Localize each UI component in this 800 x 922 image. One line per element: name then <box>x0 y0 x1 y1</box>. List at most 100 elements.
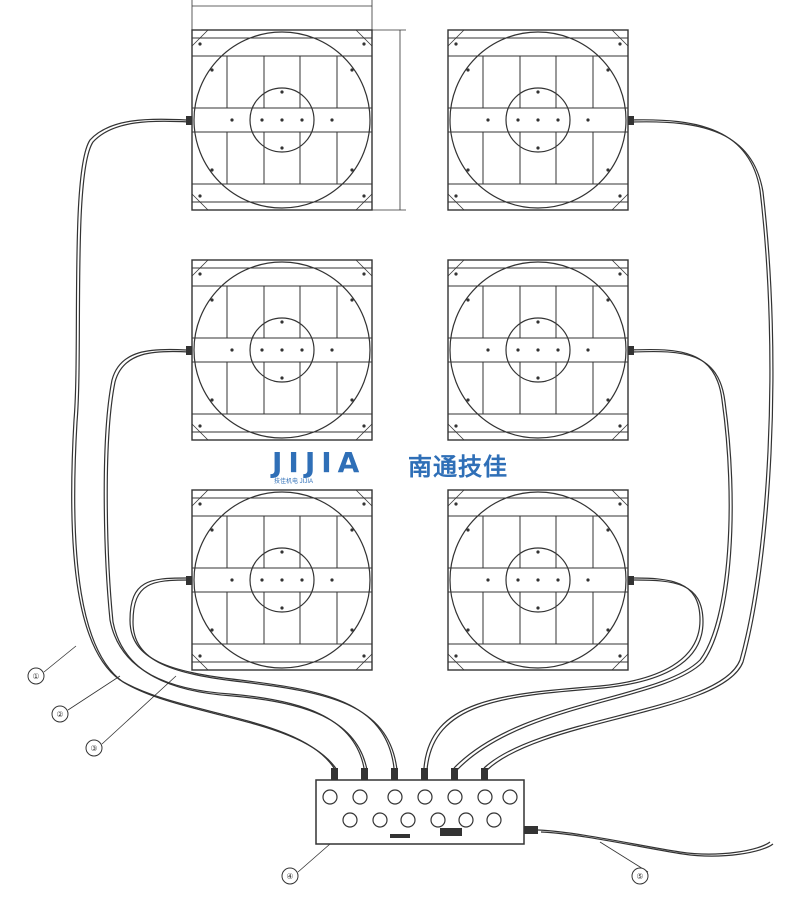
chuck-corner <box>191 653 209 671</box>
chuck-bolt <box>350 398 354 402</box>
cable-6-outer <box>486 121 774 771</box>
chuck-bolt <box>198 42 202 46</box>
callout-3: ③ <box>85 675 177 757</box>
chuck-top-band <box>191 267 373 287</box>
chuck-top-band <box>447 497 629 517</box>
chuck-corner <box>447 653 465 671</box>
chuck-bolt <box>260 578 264 582</box>
controller-socket <box>400 812 416 828</box>
chuck-outer-circle <box>193 31 371 209</box>
callout-leader <box>43 645 77 673</box>
chuck-bolt <box>210 398 214 402</box>
chuck-connector <box>186 346 192 355</box>
chuck-bolt <box>606 68 610 72</box>
chuck-group <box>186 29 634 671</box>
chuck-bolt <box>210 628 214 632</box>
chuck-bolt <box>586 118 590 122</box>
chuck-corner <box>191 29 209 47</box>
controller-socket <box>352 789 368 805</box>
company-logo: JIJIA 南通技佳 技佳机电 JIJIA <box>272 444 532 485</box>
cable-7 <box>537 829 771 855</box>
cable-2-outer <box>106 350 368 771</box>
chuck-bolt <box>536 578 540 582</box>
chuck-bottom-band <box>447 413 629 433</box>
cable-4 <box>423 577 701 769</box>
cable-1 <box>71 118 335 769</box>
chuck-bolt <box>198 194 202 198</box>
chuck-bolt <box>210 68 214 72</box>
chuck-outer-circle <box>449 31 627 209</box>
chuck-bottom-band <box>191 413 373 433</box>
chuck-bolt <box>454 502 458 506</box>
chuck-bolt <box>198 654 202 658</box>
chuck-connector <box>186 116 192 125</box>
chuck-bolt <box>454 194 458 198</box>
callout-number: ③ <box>90 744 97 753</box>
chuck-inner-circle <box>505 87 571 153</box>
cable-7-outer <box>540 831 774 857</box>
chuck-bottom-band <box>447 183 629 203</box>
callout-leader <box>297 843 331 873</box>
chuck-inner-circle <box>505 547 571 613</box>
chuck-bolt <box>516 348 520 352</box>
callout-bubble <box>631 867 649 885</box>
chuck-bolt <box>330 348 334 352</box>
chuck-bolt <box>300 578 304 582</box>
controller-socket <box>430 812 446 828</box>
controller-socket <box>417 789 433 805</box>
chuck-inner-circle <box>249 547 315 613</box>
chuck-bolt <box>280 376 284 380</box>
chuck-bolt <box>230 578 234 582</box>
chuck-bolt <box>280 118 284 122</box>
chuck-bolt <box>280 320 284 324</box>
callout-bubble <box>51 705 69 723</box>
chuck-corner <box>355 653 373 671</box>
magnetic-chuck-5 <box>186 489 373 671</box>
chuck-bolt <box>210 298 214 302</box>
chuck-corner <box>611 29 629 47</box>
chuck-outer-circle <box>449 261 627 439</box>
chuck-bolt <box>362 272 366 276</box>
chuck-corner <box>447 29 465 47</box>
chuck-bolt <box>350 628 354 632</box>
chuck-corner <box>355 489 373 507</box>
chuck-corner <box>611 423 629 441</box>
chuck-bolt <box>536 376 540 380</box>
callout-bubble <box>85 739 103 757</box>
chuck-corner <box>447 193 465 211</box>
logo-latin-text: JIJIA <box>272 446 366 479</box>
chuck-corner <box>355 423 373 441</box>
chuck-corner <box>611 653 629 671</box>
callout-bubble <box>281 867 299 885</box>
chuck-bolt <box>280 578 284 582</box>
chuck-bolt <box>536 348 540 352</box>
controller-box <box>315 768 538 845</box>
controller-top-connector <box>361 768 368 780</box>
chuck-inner-circle <box>249 317 315 383</box>
callout-2: ② <box>51 675 121 723</box>
chuck-bolt <box>586 348 590 352</box>
chuck-inner-circle <box>505 317 571 383</box>
magnetic-chuck-4 <box>447 259 634 441</box>
logo-chinese-text: 南通技佳 <box>408 453 508 481</box>
cable-3 <box>129 577 395 769</box>
chuck-corner <box>447 259 465 277</box>
chuck-bolt <box>516 578 520 582</box>
chuck-corner <box>191 259 209 277</box>
controller-socket <box>372 812 388 828</box>
chuck-outer-circle <box>193 491 371 669</box>
callout-5: ⑤ <box>599 841 649 885</box>
chuck-bolt <box>606 398 610 402</box>
callout-4: ④ <box>281 843 331 885</box>
chuck-corner <box>447 423 465 441</box>
chuck-connector <box>628 576 634 585</box>
cable-group <box>71 118 774 857</box>
controller-top-connector <box>421 768 428 780</box>
controller-socket <box>447 789 463 805</box>
chuck-bolt <box>198 272 202 276</box>
chuck-top-band <box>447 267 629 287</box>
chuck-bolt <box>350 68 354 72</box>
chuck-bolt <box>486 348 490 352</box>
chuck-bolt <box>536 606 540 610</box>
